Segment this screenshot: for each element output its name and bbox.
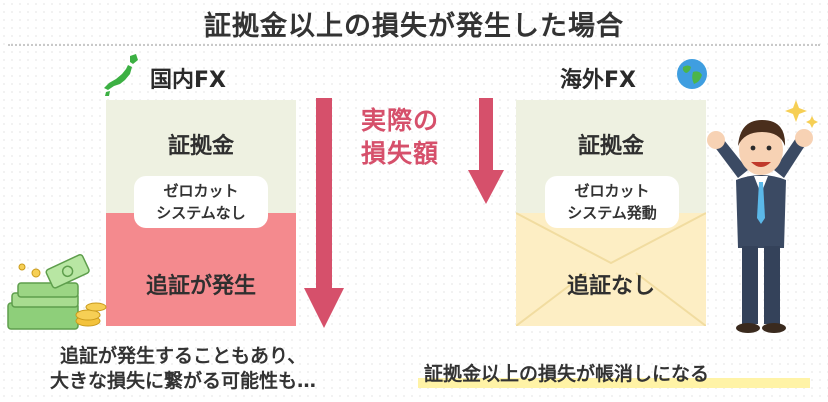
actual-loss-label: 実際の 損失額 xyxy=(350,104,450,170)
page-title: 証拠金以上の損失が発生した場合 xyxy=(204,11,624,42)
loss-amount-arrow-short xyxy=(468,98,504,204)
domestic-caption-line2: 大きな損失に繋がる可能性も… xyxy=(50,370,317,392)
actual-loss-line2: 損失額 xyxy=(360,139,439,168)
overseas-waived-area xyxy=(516,213,706,326)
overseas-zerocut-line1: ゼロカット xyxy=(574,182,650,200)
domestic-margin-box: 証拠金 追証が発生 xyxy=(106,100,296,326)
envelope-flap-lines xyxy=(516,212,706,326)
happy-businessman-illustration xyxy=(707,100,818,333)
overseas-margin-label: 証拠金 xyxy=(577,134,644,159)
overseas-zerocut-line2: システム発動 xyxy=(567,204,657,222)
domestic-margin-label: 証拠金 xyxy=(167,134,234,159)
domestic-zerocut-line2: システムなし xyxy=(156,204,246,222)
globe-icon xyxy=(677,59,707,89)
overseas-no-additional-label: 追証なし xyxy=(566,274,655,299)
japan-map-icon xyxy=(104,54,138,96)
domestic-caption: 追証が発生することもあり、 大きな損失に繋がる可能性も… xyxy=(50,344,316,394)
overseas-caption: 証拠金以上の損失が帳消しになる xyxy=(424,363,710,385)
domestic-zerocut-line1: ゼロカット xyxy=(163,182,239,200)
title-divider xyxy=(8,44,820,46)
domestic-additional-margin-area xyxy=(106,213,296,326)
actual-loss-line1: 実際の xyxy=(360,106,439,135)
domestic-zerocut-badge: ゼロカット システムなし xyxy=(134,176,268,228)
domestic-caption-line1: 追証が発生することもあり、 xyxy=(60,345,307,367)
loss-amount-arrow-long xyxy=(304,98,344,328)
overseas-caption-highlight xyxy=(418,378,810,388)
overseas-fx-label: 海外FX xyxy=(560,68,636,93)
domestic-additional-label: 追証が発生 xyxy=(145,274,256,299)
money-pile-illustration xyxy=(7,254,107,330)
domestic-fx-label: 国内FX xyxy=(150,68,226,93)
overseas-zerocut-badge: ゼロカット システム発動 xyxy=(545,176,679,228)
